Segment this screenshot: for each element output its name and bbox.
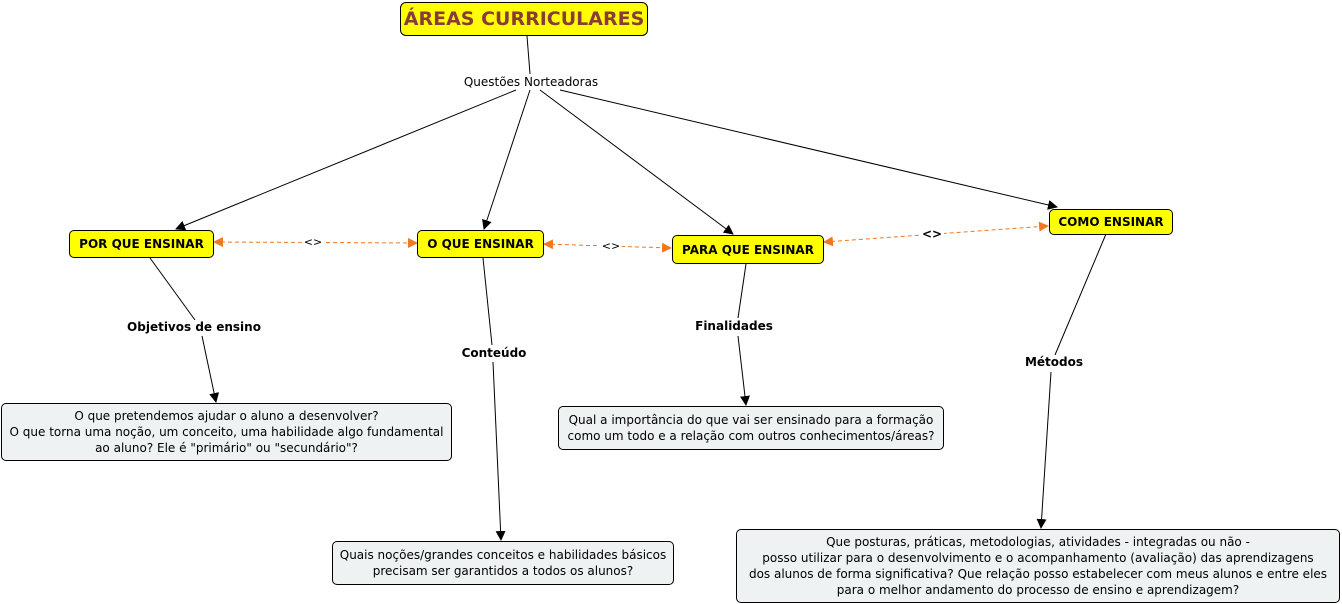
link-label-metodos: Métodos xyxy=(1022,355,1086,369)
detail-text: Qual a importância do que vai ser ensina… xyxy=(567,413,935,443)
hub-to-para-que-arrow xyxy=(539,89,734,235)
cross-link-label: <> xyxy=(599,239,623,253)
title-node[interactable]: ÁREAS CURRICULARES xyxy=(400,2,648,36)
concept-para-que-ensinar[interactable]: PARA QUE ENSINAR xyxy=(672,235,824,264)
concept-como-ensinar[interactable]: COMO ENSINAR xyxy=(1049,209,1173,235)
root-link-label: Questões Norteadoras xyxy=(461,75,601,89)
metodos-to-detail-arrow xyxy=(1036,371,1052,529)
detail-text: Que posturas, práticas, metodologias, at… xyxy=(748,535,1328,597)
title-link-line xyxy=(526,35,531,75)
conteudo-to-detail-arrow xyxy=(492,361,506,541)
detail-text: Quais noções/grandes conceitos e habilid… xyxy=(339,548,667,578)
detail-conteudo[interactable]: Quais noções/grandes conceitos e habilid… xyxy=(332,541,674,585)
finalidades-to-detail-arrow xyxy=(737,335,750,406)
link-label-objetivos: Objetivos de ensino xyxy=(125,320,263,334)
por-que-to-objetivos-line xyxy=(149,257,196,321)
detail-text: O que pretendemos ajudar o aluno a desen… xyxy=(9,409,444,455)
concept-por-que-ensinar[interactable]: POR QUE ENSINAR xyxy=(69,230,214,258)
cross-link-label: <> xyxy=(919,227,945,241)
concept-label: POR QUE ENSINAR xyxy=(79,237,204,251)
hub-to-como-arrow xyxy=(559,89,1058,210)
concept-label: O QUE ENSINAR xyxy=(427,237,534,251)
concept-o-que-ensinar[interactable]: O QUE ENSINAR xyxy=(417,230,544,258)
detail-metodos[interactable]: Que posturas, práticas, metodologias, at… xyxy=(736,529,1340,603)
detail-finalidades[interactable]: Qual a importância do que vai ser ensina… xyxy=(558,406,944,450)
objetivos-to-detail-arrow xyxy=(201,335,220,403)
hub-to-por-que-arrow xyxy=(175,89,517,231)
cross-link-label: <> xyxy=(301,235,325,249)
concept-label: COMO ENSINAR xyxy=(1058,215,1164,229)
link-label-finalidades: Finalidades xyxy=(693,319,775,333)
concept-label: PARA QUE ENSINAR xyxy=(682,242,814,257)
hub-to-o-que-arrow xyxy=(482,89,531,230)
como-to-metodos-line xyxy=(1054,233,1107,356)
o-que-to-conteudo-line xyxy=(482,257,493,346)
title-text: ÁREAS CURRICULARES xyxy=(403,8,645,30)
para-que-to-finalidades-line xyxy=(737,263,747,319)
link-label-conteudo: Conteúdo xyxy=(459,346,529,360)
detail-objetivos[interactable]: O que pretendemos ajudar o aluno a desen… xyxy=(1,403,452,461)
